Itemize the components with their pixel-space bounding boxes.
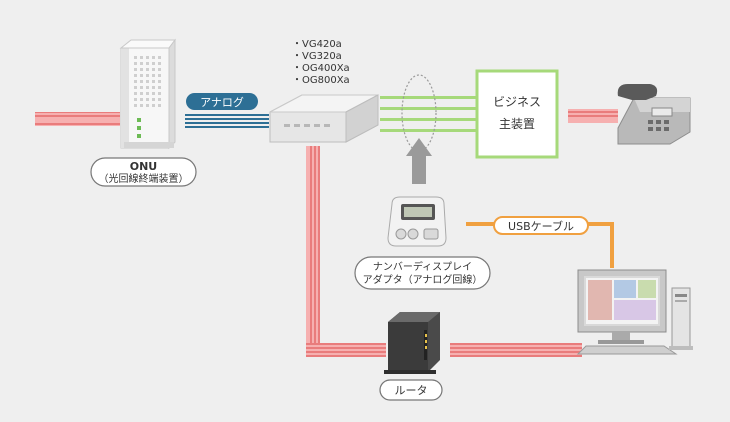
number-display-adapter-icon bbox=[387, 196, 447, 247]
lan-line-to-router bbox=[306, 343, 386, 357]
lan-line-router-pc bbox=[450, 343, 582, 357]
pc-icon bbox=[576, 269, 693, 355]
number-display-label: ナンバーディスプレイ アダプタ（アナログ回線） bbox=[354, 256, 491, 290]
lan-line-vertical bbox=[306, 146, 320, 352]
number-display-line2: アダプタ（アナログ回線） bbox=[363, 273, 483, 286]
vg-device-icon bbox=[269, 94, 379, 143]
vg-model-2: ・VG320a bbox=[292, 51, 342, 62]
business-unit-line1: ビジネス bbox=[493, 95, 541, 109]
telephone-icon bbox=[617, 84, 691, 145]
router-icon bbox=[384, 312, 440, 374]
business-unit-box bbox=[475, 69, 559, 159]
vg-model-3: ・OG400Xa bbox=[292, 63, 350, 74]
router-text: ルータ bbox=[395, 384, 428, 397]
analog-line bbox=[185, 114, 269, 128]
vg-model-4: ・OG800Xa bbox=[292, 75, 350, 86]
usb-cable-text: USBケーブル bbox=[508, 219, 574, 233]
line-to-phone bbox=[568, 109, 618, 123]
analog-badge-text: アナログ bbox=[200, 95, 244, 109]
onu-name: ONU bbox=[130, 160, 158, 173]
onu-label: ONU （光回線終端装置） bbox=[90, 157, 197, 187]
fiber-line-left bbox=[35, 112, 120, 126]
up-arrow-icon bbox=[406, 138, 432, 184]
usb-cable-label: USBケーブル bbox=[493, 216, 589, 235]
vg-model-1: ・VG420a bbox=[292, 39, 342, 50]
extension-lines bbox=[380, 96, 476, 132]
router-label: ルータ bbox=[379, 379, 443, 401]
onu-subname: （光回線終端装置） bbox=[99, 172, 189, 185]
number-display-line1: ナンバーディスプレイ bbox=[373, 260, 472, 273]
vg-model-list: ・VG420a ・VG320a ・OG400Xa ・OG800Xa bbox=[292, 39, 350, 86]
analog-badge: アナログ bbox=[186, 93, 258, 110]
business-unit-line2: 主装置 bbox=[499, 117, 535, 131]
onu-device-icon bbox=[119, 38, 176, 150]
